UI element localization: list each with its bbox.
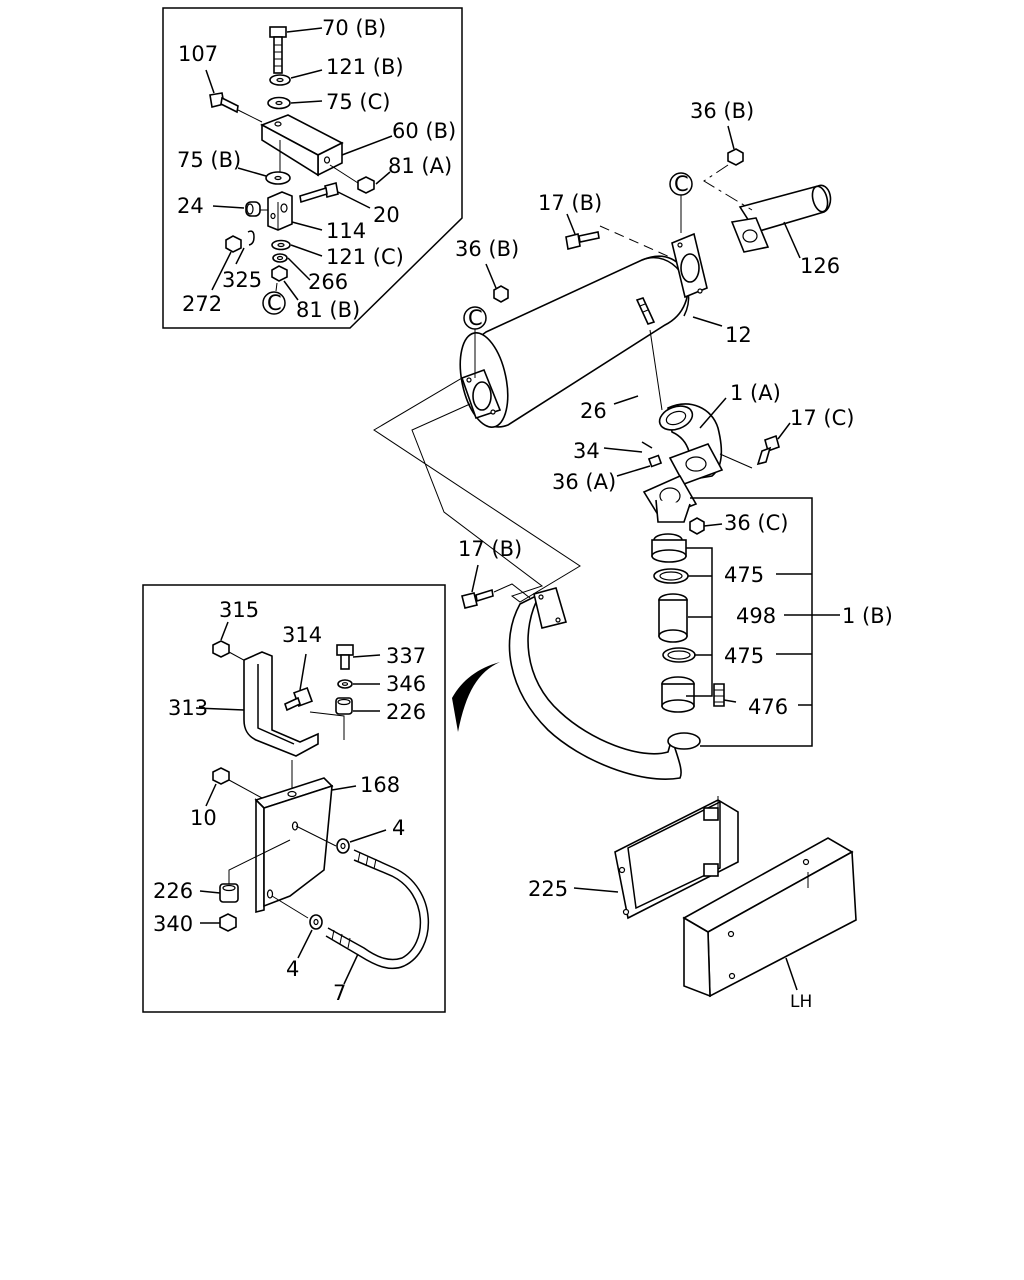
label-36a: 36 (A) <box>552 470 616 494</box>
spacer-226-lower <box>219 883 239 903</box>
spacer-226-top <box>335 697 353 715</box>
part-labels: 70 (B) 107 121 (B) 75 (C) 60 (B) 75 (B) … <box>153 16 893 1012</box>
label-75c: 75 (C) <box>326 90 390 114</box>
bracket-60b <box>260 114 344 177</box>
sleeve-assembly-1b <box>651 533 696 713</box>
bracket-313 <box>243 651 319 757</box>
heat-protector-225 <box>614 796 739 920</box>
tail-pipe-126 <box>730 184 832 253</box>
nut-36b-top <box>727 148 744 166</box>
label-36b-mid: 36 (B) <box>455 237 519 261</box>
label-c-inset: C <box>267 291 282 315</box>
nut-340 <box>219 913 237 932</box>
label-7: 7 <box>333 981 346 1005</box>
label-34: 34 <box>573 439 600 463</box>
label-lh: LH <box>790 992 812 1012</box>
label-475-lower: 475 <box>724 644 764 668</box>
label-c-outlet: C <box>674 172 689 196</box>
label-315: 315 <box>219 598 259 622</box>
label-225: 225 <box>528 877 568 901</box>
flange-joint <box>642 474 698 523</box>
screw-476 <box>713 683 725 707</box>
label-340: 340 <box>153 912 193 936</box>
bolt-107 <box>209 92 239 114</box>
label-20: 20 <box>373 203 400 227</box>
label-36c: 36 (C) <box>724 511 788 535</box>
label-26: 26 <box>580 399 607 423</box>
label-475-upper: 475 <box>724 563 764 587</box>
label-c-inlet: C <box>468 306 483 330</box>
label-1b: 1 (B) <box>842 604 893 628</box>
muffler-12 <box>459 232 708 428</box>
bolt-20 <box>299 181 339 204</box>
label-121b: 121 (B) <box>326 55 404 79</box>
callout-c-marker <box>262 291 286 315</box>
bolt-314 <box>284 687 313 712</box>
label-1a: 1 (A) <box>730 381 781 405</box>
label-168: 168 <box>360 773 400 797</box>
label-12: 12 <box>725 323 752 347</box>
nut-36c <box>689 517 705 535</box>
label-313: 313 <box>168 696 208 720</box>
frame-rail-lh <box>682 837 857 998</box>
exhaust-pipe <box>508 587 701 780</box>
label-314: 314 <box>282 623 322 647</box>
label-107: 107 <box>178 42 218 66</box>
bolt-70b <box>269 26 287 74</box>
nut-36b-mid <box>493 285 509 303</box>
nut-272 <box>225 235 242 253</box>
bracket-114 <box>267 191 293 231</box>
label-70b: 70 (B) <box>322 16 386 40</box>
label-81b: 81 (B) <box>296 298 360 322</box>
label-498: 498 <box>736 604 776 628</box>
label-60b: 60 (B) <box>392 119 456 143</box>
nut-36a <box>647 454 663 468</box>
gasket-34 <box>641 441 653 449</box>
label-4-upper: 4 <box>392 816 405 840</box>
ubolt-7 <box>325 849 430 970</box>
label-17b-mid: 17 (B) <box>458 537 522 561</box>
label-75b: 75 (B) <box>177 148 241 172</box>
clip-325 <box>247 230 255 246</box>
nut-81b <box>271 265 288 282</box>
bolt-17b-top <box>565 231 600 250</box>
nut-81a <box>357 176 375 194</box>
label-17b-top: 17 (B) <box>538 191 602 215</box>
label-4-lower: 4 <box>286 957 299 981</box>
label-24: 24 <box>177 194 204 218</box>
spacer-24 <box>245 201 261 217</box>
heat-protector-frame <box>573 796 857 998</box>
direction-arrow <box>452 662 500 732</box>
label-337: 337 <box>386 644 426 668</box>
label-226-lower: 226 <box>153 879 193 903</box>
stud-26 <box>635 297 656 325</box>
nut-10 <box>212 767 230 785</box>
label-346: 346 <box>386 672 426 696</box>
bolt-17b-mid <box>461 588 494 609</box>
label-126: 126 <box>800 254 840 278</box>
bolt-337 <box>336 644 354 670</box>
exhaust-main-assembly <box>373 125 840 780</box>
nut-315 <box>212 640 230 658</box>
label-325: 325 <box>222 268 262 292</box>
label-272: 272 <box>182 292 222 316</box>
label-226-top: 226 <box>386 700 426 724</box>
label-266: 266 <box>308 270 348 294</box>
label-81a: 81 (A) <box>388 154 452 178</box>
bracket-168 <box>254 777 334 914</box>
bolt-17c <box>756 434 780 466</box>
label-17c: 17 (C) <box>790 406 854 430</box>
label-36b-top: 36 (B) <box>690 99 754 123</box>
ubolt-bracket-detail-inset <box>142 584 446 1013</box>
front-pipe-1a <box>658 403 724 485</box>
label-114: 114 <box>326 219 366 243</box>
bracket-detail-inset <box>162 7 463 329</box>
label-10: 10 <box>190 806 217 830</box>
label-476: 476 <box>748 695 788 719</box>
label-121c: 121 (C) <box>326 245 404 269</box>
